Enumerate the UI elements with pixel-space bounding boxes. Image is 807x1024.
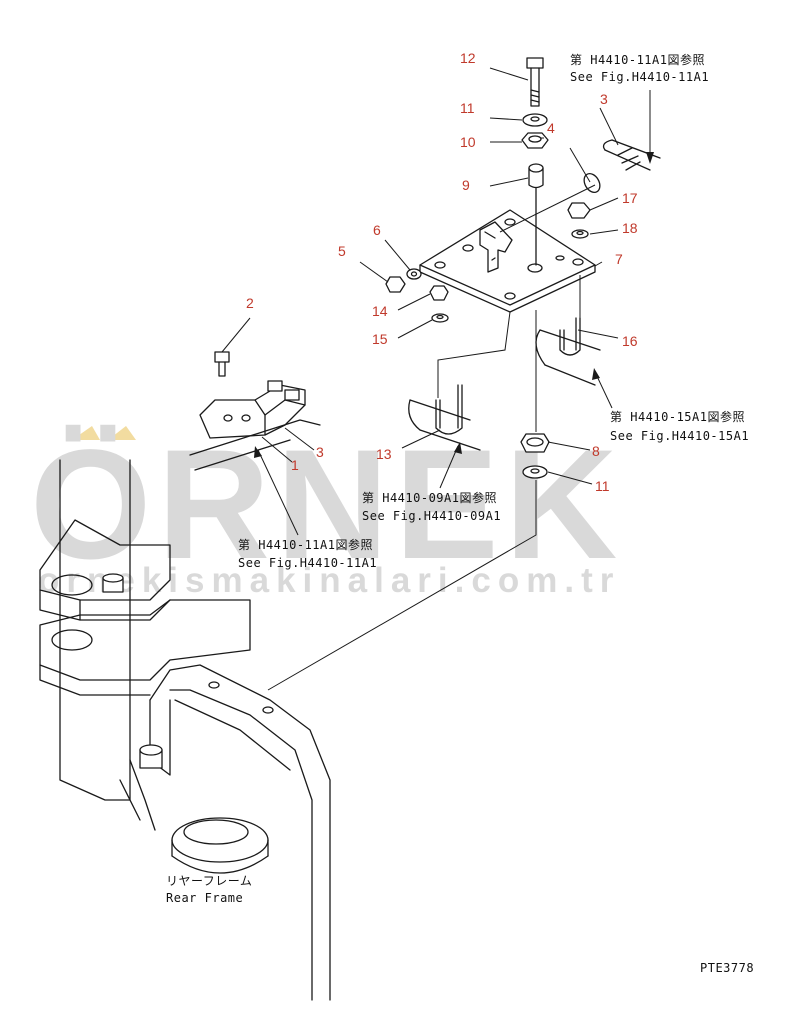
ref-center-jp: 第 H4410-09A1図参照 xyxy=(362,490,497,505)
callout-1: 1 xyxy=(291,457,299,473)
watermark-umlaut-right xyxy=(108,426,136,440)
callouts: 12 11 4 10 9 3 17 18 7 6 5 14 15 16 2 3 … xyxy=(246,50,638,494)
rear-frame-structure xyxy=(39,459,331,1001)
watermark-umlaut-left xyxy=(72,426,100,440)
figure-code: PTE3778 xyxy=(700,961,754,975)
rear-frame-label-jp: リヤーフレーム xyxy=(166,874,252,888)
ref-left-en: See Fig.H4410-11A1 xyxy=(238,556,377,570)
callout-5: 5 xyxy=(338,243,346,259)
callout-16: 16 xyxy=(622,333,638,349)
ref-left-jp: 第 H4410-11A1図参照 xyxy=(238,537,373,552)
callout-18: 18 xyxy=(622,220,638,236)
leader-lines xyxy=(221,67,654,691)
callout-17: 17 xyxy=(622,190,638,206)
callout-3-top: 3 xyxy=(600,91,608,107)
callout-10: 10 xyxy=(460,134,476,150)
callout-9: 9 xyxy=(462,177,470,193)
watermark-brand: ÖRNEK xyxy=(30,418,623,592)
ref-center-en: See Fig.H4410-09A1 xyxy=(362,509,501,523)
reference-notes: 第 H4410-11A1図参照 See Fig.H4410-11A1 第 H44… xyxy=(166,52,754,975)
callout-11-bottom: 11 xyxy=(595,478,610,494)
rear-frame-label-en: Rear Frame xyxy=(166,891,243,905)
watermark-url: ornekismakinalari.com.tr xyxy=(38,561,620,600)
callout-11-top: 11 xyxy=(460,100,475,116)
callout-15: 15 xyxy=(372,331,388,347)
callout-14: 14 xyxy=(372,303,388,319)
callout-8: 8 xyxy=(592,443,600,459)
callout-3-left: 3 xyxy=(316,444,324,460)
callout-4: 4 xyxy=(547,120,555,136)
callout-7: 7 xyxy=(615,251,623,267)
callout-2: 2 xyxy=(246,295,254,311)
ref-right-jp: 第 H4410-15A1図参照 xyxy=(610,409,745,424)
mounting-bracket-assembly xyxy=(189,57,661,479)
callout-6: 6 xyxy=(373,222,381,238)
ref-top-right-en: See Fig.H4410-11A1 xyxy=(570,70,709,84)
callout-12: 12 xyxy=(460,50,476,66)
ref-right-en: See Fig.H4410-15A1 xyxy=(610,429,749,443)
watermark: ÖRNEK ornekismakinalari.com.tr xyxy=(30,418,623,600)
ref-top-right-jp: 第 H4410-11A1図参照 xyxy=(570,52,705,67)
callout-13: 13 xyxy=(376,446,392,462)
